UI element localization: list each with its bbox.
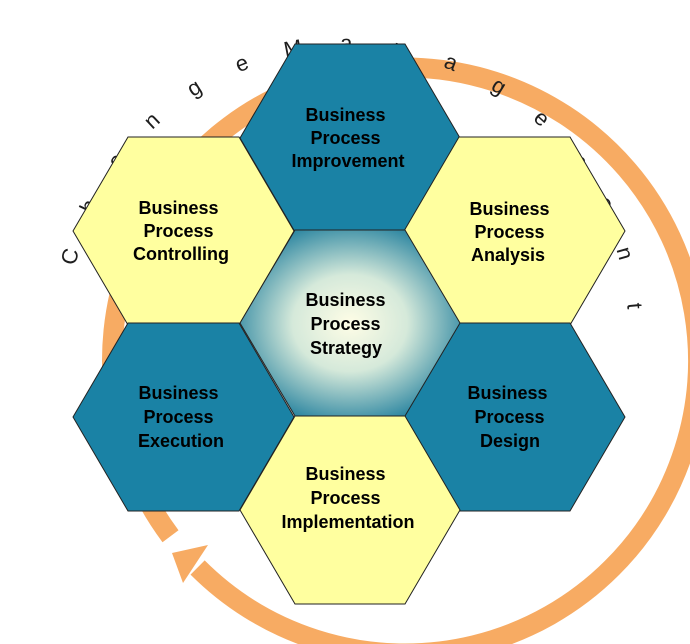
label-implementation: Business Process Implementation xyxy=(281,464,414,532)
arc-letter: g xyxy=(182,74,206,102)
arc-letter: n xyxy=(139,107,165,134)
label-execution: Business Process Execution xyxy=(138,383,224,451)
label-design: Business Process Design xyxy=(467,383,552,451)
label-analysis: Business Process Analysis xyxy=(469,199,554,265)
arc-letter: C xyxy=(56,245,84,267)
ring-arrowhead xyxy=(172,545,208,583)
arc-letter: e xyxy=(231,49,252,77)
label-strategy: Business Process Strategy xyxy=(305,290,390,358)
arc-letter: e xyxy=(529,105,555,132)
label-controlling: Business Process Controlling xyxy=(133,198,229,264)
label-improvement: Business Process Improvement xyxy=(291,105,404,171)
arc-letter: t xyxy=(622,302,647,310)
hex-strategy xyxy=(239,229,461,417)
